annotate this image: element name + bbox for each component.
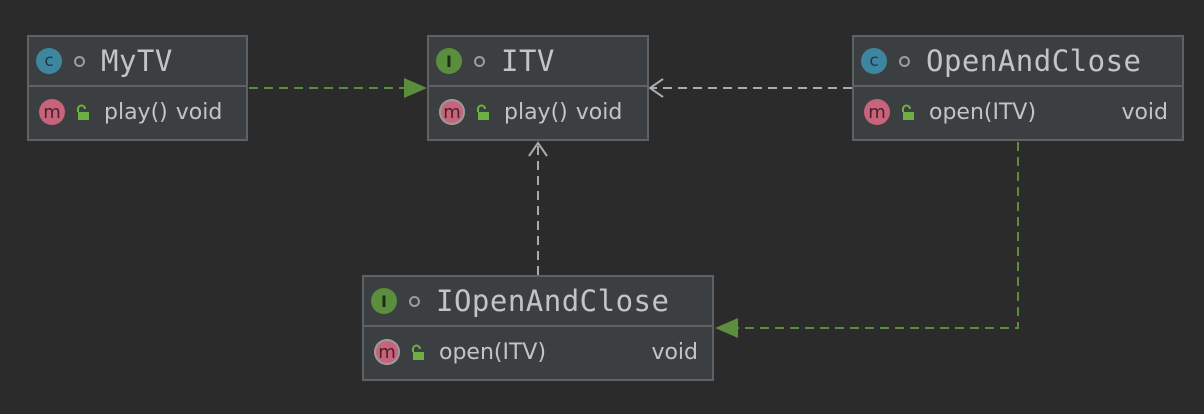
node-title: ITV bbox=[501, 44, 555, 78]
visibility-dot-icon bbox=[899, 55, 910, 67]
node-header: I IOpenAndClose bbox=[364, 277, 712, 327]
interface-icon: I bbox=[371, 288, 397, 314]
edge-openandclose-implements-iopenandclose bbox=[738, 142, 1019, 329]
interface-node-itv[interactable]: I ITV m play() void bbox=[427, 35, 649, 141]
node-title: IOpenAndClose bbox=[436, 284, 670, 318]
member-name: play() bbox=[104, 99, 168, 125]
visibility-dot-icon bbox=[74, 55, 85, 67]
node-header: c OpenAndClose bbox=[854, 37, 1182, 87]
node-title: OpenAndClose bbox=[926, 44, 1142, 78]
class-icon: c bbox=[861, 48, 887, 74]
public-lock-icon bbox=[77, 104, 89, 120]
visibility-dot-icon bbox=[474, 55, 485, 67]
method-icon: m bbox=[39, 99, 65, 125]
node-title: MyTV bbox=[101, 44, 173, 78]
abstract-method-icon: m bbox=[439, 99, 465, 125]
member-row[interactable]: m open(ITV) void bbox=[854, 87, 1182, 137]
member-type: void bbox=[175, 99, 223, 125]
member-name: open(ITV) bbox=[439, 339, 547, 365]
interface-node-iopenandclose[interactable]: I IOpenAndClose m open(ITV) void bbox=[362, 275, 714, 381]
class-node-openandclose[interactable]: c OpenAndClose m open(ITV) void bbox=[852, 35, 1184, 141]
member-name: open(ITV) bbox=[929, 99, 1037, 125]
edge-openandclose-implements-iopenandclose-arrowhead bbox=[715, 318, 738, 338]
member-row[interactable]: m play() void bbox=[29, 87, 246, 137]
member-row[interactable]: m play() void bbox=[429, 87, 647, 137]
public-lock-icon bbox=[412, 344, 424, 360]
member-type: void bbox=[651, 339, 698, 365]
node-header: c MyTV bbox=[29, 37, 246, 87]
member-row[interactable]: m open(ITV) void bbox=[364, 327, 712, 377]
visibility-dot-icon bbox=[409, 295, 420, 307]
class-icon: c bbox=[36, 48, 62, 74]
member-type: void bbox=[575, 99, 623, 125]
node-header: I ITV bbox=[429, 37, 647, 87]
edge-openandclose-depends-itv-arrowhead bbox=[648, 78, 664, 98]
edge-iopenandclose-depends-itv-arrowhead bbox=[528, 141, 548, 157]
class-node-mytv[interactable]: c MyTV m play() void bbox=[27, 35, 248, 141]
public-lock-icon bbox=[902, 104, 914, 120]
public-lock-icon bbox=[477, 104, 489, 120]
edge-mytv-implements-itv-arrowhead bbox=[404, 78, 427, 98]
member-name: play() bbox=[504, 99, 568, 125]
method-icon: m bbox=[864, 99, 890, 125]
interface-icon: I bbox=[436, 48, 462, 74]
abstract-method-icon: m bbox=[374, 339, 400, 365]
member-type: void bbox=[1121, 99, 1168, 125]
